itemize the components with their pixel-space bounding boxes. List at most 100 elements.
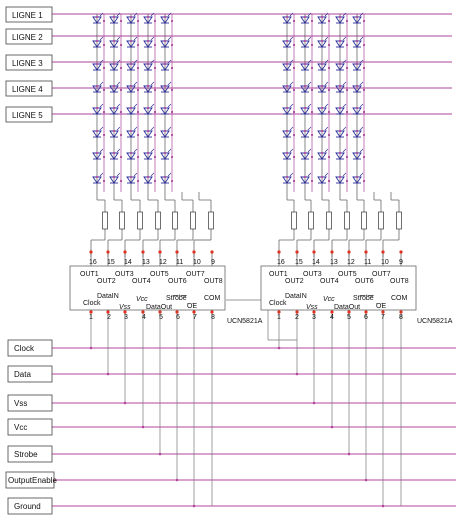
led-node: [129, 151, 133, 155]
led-node: [327, 155, 331, 159]
pin-number: 7: [193, 314, 197, 321]
led-node: [153, 66, 157, 70]
shift-register-chip-2: 16 15 14 13 12 11 10 9 OUT1 OUT3 OUT5 OU…: [260, 259, 453, 325]
pin-dot: [106, 310, 110, 314]
led-emission: [99, 81, 104, 86]
pin-dot: [106, 250, 110, 254]
led-node: [345, 179, 349, 183]
led-emission: [324, 81, 329, 86]
pin-number: 14: [312, 259, 320, 266]
pin-number: 9: [211, 259, 215, 266]
led-node: [345, 43, 349, 47]
led-node: [136, 155, 140, 159]
led-diode-icon: [335, 81, 349, 93]
row-label-ligne-1: LIGNE 1: [5, 6, 53, 23]
resistor-icon: [326, 211, 332, 230]
chip-2-bottom-pin-numbers: 1 2 3 4 5 6 7 8: [277, 314, 403, 321]
led-node: [285, 129, 289, 133]
led-node: [285, 15, 289, 19]
pin-label: OUT8: [204, 278, 223, 285]
pin-label: COM: [204, 295, 221, 302]
led-node: [112, 39, 116, 43]
pin-label: OUT8: [390, 278, 409, 285]
led-node: [95, 39, 99, 43]
pin-number: 11: [176, 259, 183, 266]
led-emission: [324, 126, 329, 131]
pin-number: 16: [89, 259, 97, 266]
led-node: [320, 39, 324, 43]
pin-dot: [330, 250, 334, 254]
led-node: [285, 84, 289, 88]
bus-junction: [330, 425, 334, 429]
led-diode-icon: [335, 172, 349, 184]
led-diode-icon: [160, 148, 174, 160]
led-emission: [150, 12, 155, 17]
led-diode-icon: [109, 148, 123, 160]
led-node: [102, 43, 106, 47]
led-node: [102, 66, 106, 70]
led-node: [362, 110, 366, 114]
led-emission: [342, 36, 347, 41]
chip-1-top-pin-numbers: 16 15 14 13 12 11 10 9: [89, 259, 215, 266]
led-node: [153, 179, 157, 183]
led-diode-icon: [109, 81, 123, 93]
led-diode-icon: [160, 81, 174, 93]
led-node: [153, 110, 157, 114]
led-node: [146, 62, 150, 66]
bus-label-text: Vss: [14, 399, 27, 408]
led-node: [119, 88, 123, 92]
led-node: [310, 19, 314, 23]
led-diode-icon: [109, 36, 123, 48]
led-node: [303, 129, 307, 133]
led-emission: [167, 81, 172, 86]
led-emission: [133, 103, 138, 108]
led-node: [95, 106, 99, 110]
led-diode-icon: [109, 103, 123, 115]
led-node: [362, 88, 366, 92]
led-diode-icon: [126, 103, 140, 115]
pin-label: OUT3: [115, 271, 134, 278]
led-node: [327, 43, 331, 47]
pin-dot: [158, 250, 162, 254]
bus-label-text: OutputEnable: [8, 476, 57, 485]
led-node: [345, 19, 349, 23]
led-node: [119, 179, 123, 183]
row-label-text: LIGNE 3: [12, 59, 43, 68]
pin-dot: [347, 310, 351, 314]
led-node: [292, 179, 296, 183]
led-node: [95, 62, 99, 66]
resistor-icon: [308, 211, 314, 230]
led-emission: [133, 148, 138, 153]
led-node: [102, 110, 106, 114]
pin-label: Strobe: [166, 295, 187, 302]
pin-label: OUT1: [269, 271, 288, 278]
led-emission: [307, 172, 312, 177]
led-node: [163, 175, 167, 179]
led-diode-icon: [352, 126, 366, 138]
led-emission: [116, 12, 121, 17]
led-diode-icon: [126, 36, 140, 48]
led-node: [129, 84, 133, 88]
led-node: [292, 88, 296, 92]
led-emission: [99, 172, 104, 177]
led-node: [153, 133, 157, 137]
led-diode-icon: [317, 103, 331, 115]
led-diode-icon: [282, 126, 296, 138]
pin-number: 11: [364, 259, 371, 266]
led-node: [119, 43, 123, 47]
resistor-icon: [378, 211, 384, 230]
led-emission: [359, 103, 364, 108]
led-node: [292, 110, 296, 114]
led-node: [146, 39, 150, 43]
led-emission: [116, 36, 121, 41]
led-node: [170, 110, 174, 114]
pin-number: 6: [364, 314, 368, 321]
led-node: [285, 175, 289, 179]
wire-layer: [52, 13, 456, 507]
led-node: [362, 155, 366, 159]
led-node: [285, 39, 289, 43]
led-diode-icon: [160, 126, 174, 138]
led-node: [310, 43, 314, 47]
led-node: [95, 129, 99, 133]
pin-dot: [381, 310, 385, 314]
